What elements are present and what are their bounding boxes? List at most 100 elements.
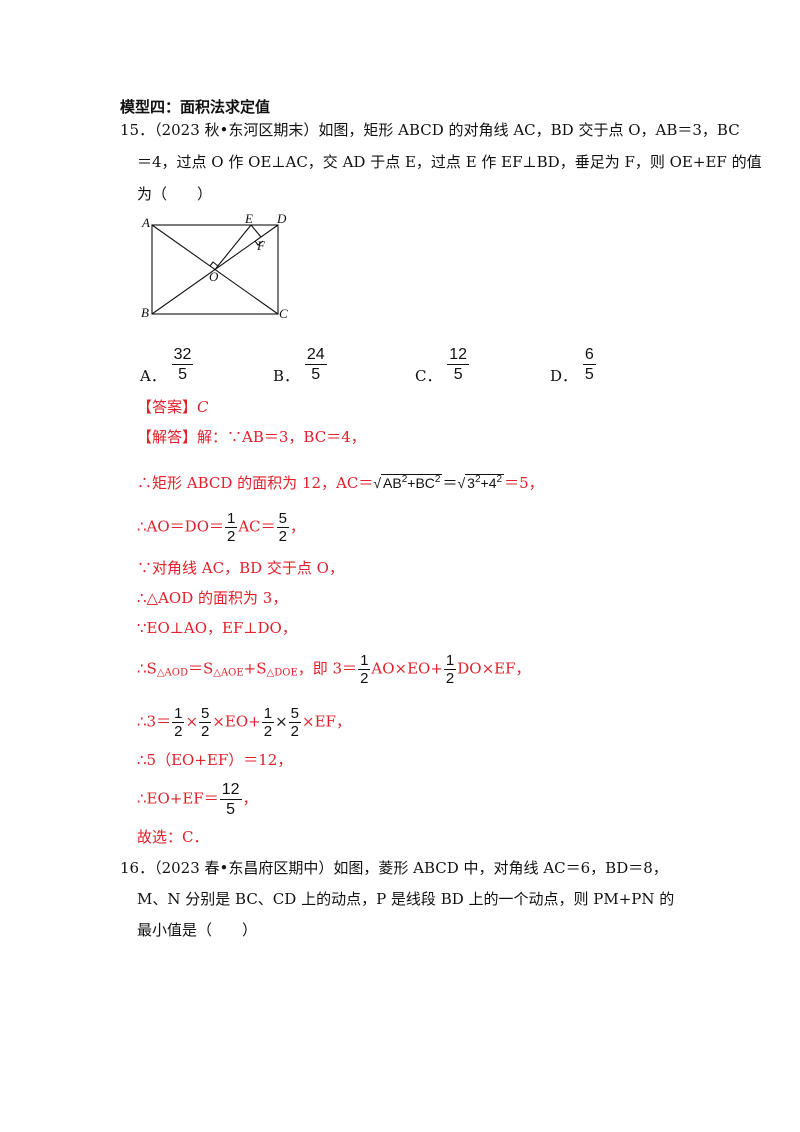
option-b-num: 24 — [304, 346, 327, 365]
solution-line9: ∴5（EO+EF）＝12， — [137, 751, 293, 769]
s3-frac1-den: 2 — [227, 528, 236, 545]
sqrt1-exp1: 2 — [401, 474, 408, 485]
option-d-label: D． — [550, 366, 578, 385]
option-c-label: C． — [415, 366, 442, 385]
s8-times2: × — [275, 712, 288, 731]
s8-b: ×EO+ — [212, 712, 261, 731]
rectangle-abcd — [151, 224, 279, 315]
solution-tag: 【解答】 — [137, 428, 198, 446]
solution-line6: ∵EO⊥AO，EF⊥DO， — [137, 619, 297, 637]
s8-frac2-num: 5 — [199, 705, 212, 723]
option-c-num: 12 — [447, 346, 470, 365]
label-e: E — [244, 211, 253, 226]
answer-tag: 【答案】 — [137, 398, 198, 416]
label-b: B — [141, 305, 149, 320]
s7-sub3: △DOE — [266, 667, 298, 679]
solution-line1: 【解答】解：∵AB＝3，BC＝4， — [137, 427, 366, 447]
s3-frac2-num: 5 — [276, 510, 289, 528]
s8-frac1-den: 2 — [174, 723, 183, 740]
s7-g: DO×EF， — [457, 659, 531, 678]
option-d-num: 6 — [582, 346, 596, 365]
sqrt2-3: 3 — [467, 475, 475, 491]
option-a-num: 32 — [171, 346, 194, 365]
s10-num: 12 — [219, 781, 242, 800]
q16-line2: M、N 分别是 BC、CD 上的动点，P 是线段 BD 上的一个动点，则 PM+… — [137, 890, 675, 908]
s7-frac2-den: 2 — [445, 670, 455, 687]
s8-a: ∴3＝ — [137, 712, 172, 731]
s2-post: ＝5， — [504, 474, 544, 492]
q15-line1: 15．（2023 秋•东河区期末）如图，矩形 ABCD 的对角线 AC，BD 交… — [120, 121, 740, 139]
segment-ef — [250, 224, 262, 238]
s7-d: ，即 3＝ — [297, 659, 358, 678]
solution-line4: ∵对角线 AC，BD 交于点 O， — [137, 559, 344, 577]
s3-text: ∴AO＝DO＝ — [137, 517, 224, 536]
option-d-den: 5 — [584, 366, 594, 383]
sqrt2-exp1: 2 — [474, 474, 481, 485]
section-title: 模型四：面积法求定值 — [120, 98, 271, 116]
sqrt1-ab: AB — [383, 475, 402, 491]
s7-e: AO×EO+ — [371, 659, 443, 678]
sqrt2-exp2: 2 — [496, 474, 503, 485]
answer-value: C — [197, 398, 209, 416]
s7-frac2-num: 1 — [443, 652, 457, 670]
option-a-den: 5 — [178, 366, 187, 383]
sqrt1-exp2: 2 — [434, 474, 441, 485]
segment-oe — [214, 224, 252, 270]
s7-sub1: △AOD — [156, 667, 188, 679]
s2-text: ∴矩形 ABCD 的面积为 12，AC＝ — [137, 474, 374, 492]
s7-b: ＝S — [187, 659, 214, 678]
label-o: O — [209, 269, 219, 284]
s7-sub2: △AOE — [213, 667, 244, 679]
s8-frac3-num: 1 — [261, 705, 275, 723]
q16-line1: 16．（2023 春•东昌府区期中）如图，菱形 ABCD 中，对角线 AC＝6，… — [120, 859, 668, 877]
sqrt-3-4: √32+42 — [457, 474, 505, 491]
solution-line11: 故选：C． — [137, 828, 209, 846]
s10-post: ， — [242, 789, 258, 808]
s8-frac4-den: 2 — [290, 723, 300, 740]
option-b-den: 5 — [311, 366, 321, 383]
option-c-den: 5 — [453, 366, 463, 383]
s8-frac1-num: 1 — [172, 705, 185, 723]
s3-frac1-num: 1 — [225, 510, 238, 528]
sqrt2-4: +4 — [480, 475, 497, 491]
s7-frac1-num: 1 — [358, 652, 371, 670]
s8-times1: × — [185, 712, 199, 731]
right-angle-mark-o — [209, 261, 219, 267]
option-b-label: B． — [273, 366, 300, 385]
s7-c: +S — [243, 659, 267, 678]
solution-line5: ∴△AOD 的面积为 3， — [137, 589, 288, 607]
s8-frac4-num: 5 — [288, 705, 302, 723]
option-a-label: A． — [140, 366, 166, 385]
q15-line3: 为（ ） — [137, 185, 213, 203]
solution-step1: 解：∵AB＝3，BC＝4， — [197, 428, 366, 446]
q15-line2: ＝4，过点 O 作 OE⊥AC，交 AD 于点 E，过点 E 作 EF⊥BD，垂… — [137, 153, 762, 171]
s8-frac3-den: 2 — [263, 723, 273, 740]
s8-c: ×EF， — [302, 712, 351, 731]
s3-post: ， — [290, 517, 306, 536]
right-angle-mark-f — [254, 240, 264, 246]
answer-line: 【答案】C — [137, 397, 209, 417]
s7-frac1-den: 2 — [360, 670, 369, 687]
label-f: F — [256, 238, 266, 253]
label-a: A — [141, 215, 150, 230]
s8-frac2-den: 2 — [201, 723, 210, 740]
s10-den: 5 — [226, 801, 236, 818]
label-c: C — [279, 306, 288, 321]
sqrt-ab-bc: √AB2+BC2 — [373, 474, 443, 491]
